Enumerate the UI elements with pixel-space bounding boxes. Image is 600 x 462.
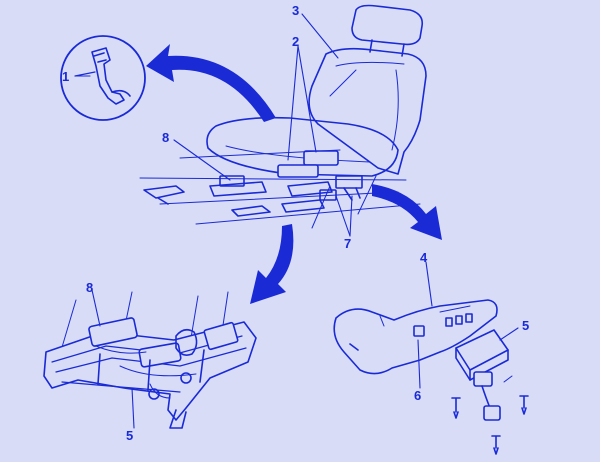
- seat-side-panel: [333, 299, 529, 455]
- seat-adjuster-track: [43, 291, 257, 429]
- headrest: [351, 4, 424, 46]
- seat-back: [308, 47, 427, 175]
- seat-assembly: [139, 4, 427, 229]
- callout-seat-back: 3: [292, 3, 299, 18]
- arrow-to-side-panel: [372, 184, 442, 240]
- callout-module-adjuster: 5: [126, 428, 133, 443]
- callout-belt-buckle: 1: [62, 69, 69, 84]
- callout-connectors: 7: [344, 236, 351, 251]
- callout-harness-adjuster: 8: [86, 280, 93, 295]
- callout-harness-top: 8: [162, 130, 169, 145]
- callout-leaders: [75, 13, 519, 429]
- callout-module-panel: 5: [522, 318, 529, 333]
- callout-switch: 6: [414, 388, 421, 403]
- callout-labels: 1 2 3 8 7 4 5 6 8 5: [62, 3, 529, 443]
- seat-cushion: [206, 116, 399, 177]
- seat-belt-buckle-detail: [60, 35, 146, 121]
- arrow-to-adjuster: [250, 224, 294, 304]
- callout-side-panel: 4: [420, 250, 428, 265]
- arrow-to-buckle: [146, 44, 276, 122]
- callout-seat-controls: 2: [292, 34, 299, 49]
